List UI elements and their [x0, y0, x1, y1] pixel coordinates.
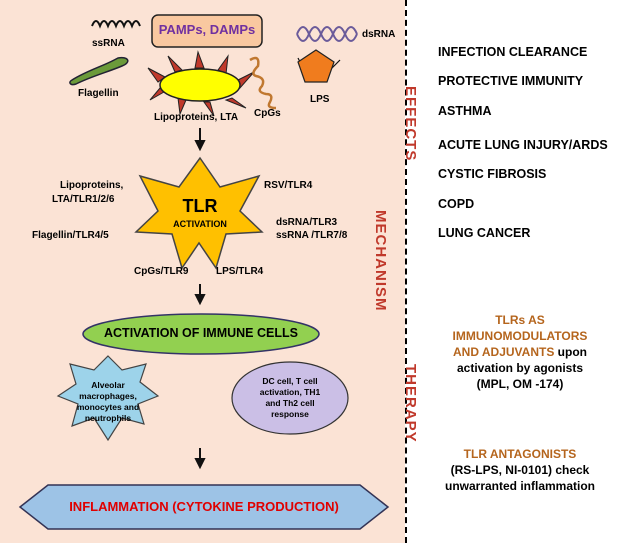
therapy1-line-1: TLRs AS	[495, 313, 545, 327]
inflammation-hexagon	[18, 484, 390, 530]
alveolar-star	[56, 355, 160, 442]
cpgs-icon	[249, 56, 277, 110]
tlr-rsv: RSV/TLR4	[264, 180, 313, 191]
alveolar-label: Alveolar macrophages, monocytes and neut…	[58, 380, 158, 424]
flagellin-label: Flagellin	[78, 88, 119, 99]
ssrna-label: ssRNA	[92, 38, 125, 49]
tlr-subtitle: ACTIVATION	[173, 219, 227, 229]
therapy-agonists: TLRs AS IMMUNOMODULATORS AND ADJUVANTS u…	[420, 312, 620, 392]
therapy-section-label: THERAPY	[402, 364, 419, 443]
tlr-lipoproteins-2: LTA/TLR1/2/6	[52, 194, 115, 205]
alveolar-line-1: Alveolar	[91, 380, 125, 390]
dc-cell-ellipse	[231, 361, 349, 435]
ssrna-icon	[91, 20, 141, 29]
arrow-1-head	[194, 140, 206, 152]
lps-icon	[297, 49, 341, 83]
dc-line-3: and Th2 cell	[265, 398, 315, 408]
alveolar-line-3: monocytes and	[76, 402, 140, 412]
mechanism-section-label: MECHANISM	[372, 210, 389, 312]
lipoprotein-icon	[147, 50, 255, 117]
therapy2-line-1: TLR ANTAGONISTS	[463, 447, 577, 461]
alveolar-line-2: macrophages,	[79, 391, 137, 401]
cpgs-label: CpGs	[254, 108, 281, 119]
immune-cells-label: ACTIVATION OF IMMUNE CELLS	[104, 326, 298, 340]
tlr-ssrna: ssRNA /TLR7/8	[276, 230, 348, 241]
effect-item-5: CYSTIC FIBROSIS	[438, 167, 547, 181]
arrow-2-head	[194, 294, 206, 306]
dsrna-icon-strand	[296, 26, 358, 42]
inflammation-label: INFLAMMATION (CYTOKINE PRODUCTION)	[69, 499, 339, 514]
therapy2-line-3: unwarranted inflammation	[444, 479, 596, 493]
therapy2-line-2: (RS-LPS, NI-0101) check	[450, 463, 590, 477]
tlr-flagellin: Flagellin/TLR4/5	[32, 230, 109, 241]
dc-line-2: activation, TH1	[259, 387, 321, 397]
pamps-box	[151, 14, 263, 48]
tlr-lps: LPS/TLR4	[216, 266, 264, 277]
tlr-star	[134, 156, 264, 270]
tlr-title: TLR	[182, 196, 218, 216]
dashed-divider	[405, 0, 407, 543]
dsrna-label: dsRNA	[362, 29, 396, 40]
therapy1-line-2: IMMUNOMODULATORS	[452, 329, 588, 343]
immune-cells-ellipse	[82, 313, 320, 355]
dc-line-1: DC cell, T cell	[262, 376, 318, 386]
therapy1-line-3-tail: upon	[554, 345, 587, 359]
effect-item-2: PROTECTIVE IMMUNITY	[438, 74, 584, 88]
therapy1-line-3: AND ADJUVANTS upon	[420, 344, 620, 360]
tlr-dsrna: dsRNA/TLR3	[276, 217, 338, 228]
arrow-3-head	[194, 458, 206, 470]
effect-item-3: ASTHMA	[438, 104, 492, 118]
effect-item-7: LUNG CANCER	[438, 226, 531, 240]
effects-section-label: EFFECTS	[402, 86, 419, 162]
dc-cell-label: DC cell, T cell activation, TH1 and Th2 …	[238, 376, 342, 420]
therapy1-line-3-head: AND ADJUVANTS	[453, 345, 555, 359]
effect-item-6: COPD	[438, 197, 475, 211]
effect-item-1: INFECTION CLEARANCE	[438, 45, 588, 59]
therapy1-line-5: (MPL, OM -174)	[476, 377, 564, 391]
effects-panel	[407, 0, 625, 543]
pamps-label: PAMPs, DAMPs	[158, 22, 256, 37]
therapy-antagonists: TLR ANTAGONISTS (RS-LPS, NI-0101) check …	[420, 446, 620, 494]
lps-label: LPS	[310, 94, 330, 105]
alveolar-line-4: neutrophils	[84, 413, 132, 423]
flagellin-icon	[69, 56, 129, 86]
therapy1-line-4: activation by agonists	[456, 361, 584, 375]
dsrna-icon	[296, 26, 358, 42]
tlr-cpgs: CpGs/TLR9	[134, 266, 189, 277]
effect-item-4: ACUTE LUNG INJURY/ARDS	[438, 138, 608, 152]
tlr-lipoproteins-1: Lipoproteins,	[60, 180, 124, 191]
dc-line-4: response	[271, 409, 309, 419]
lipoproteins-label: Lipoproteins, LTA	[154, 112, 239, 123]
